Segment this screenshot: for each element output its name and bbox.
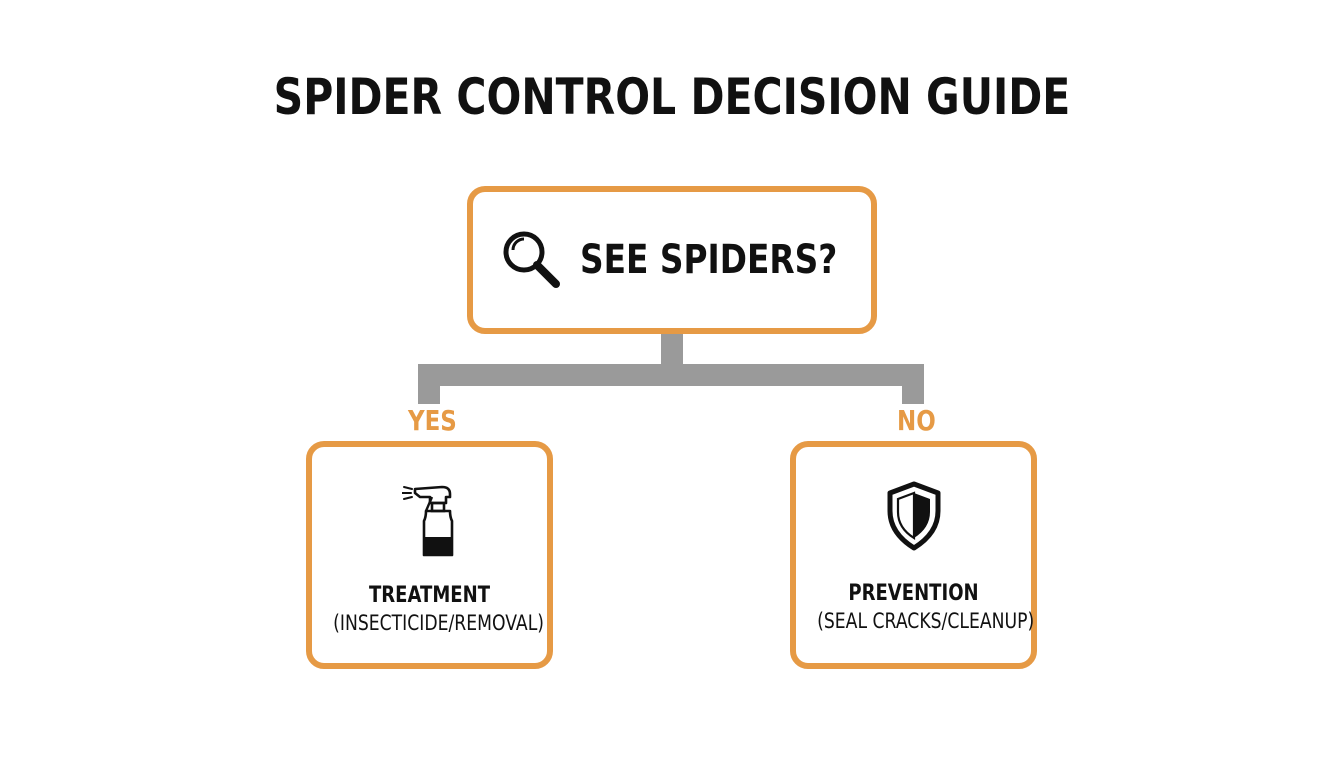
connector-left-drop (418, 364, 440, 404)
question-node: SEE SPIDERS? (467, 186, 877, 334)
question-text: SEE SPIDERS? (580, 237, 838, 283)
connector-crossbar (418, 364, 924, 386)
page-title: SPIDER CONTROL DECISION GUIDE (273, 68, 1071, 126)
yes-outcome-node: TREATMENT (INSECTICIDE/REMOVAL) (306, 441, 553, 669)
question-content: SEE SPIDERS? (473, 192, 871, 328)
connector-right-drop (902, 364, 924, 404)
yes-label: YES (408, 404, 457, 437)
spray-bottle-icon (312, 477, 547, 559)
shield-icon (796, 481, 1031, 551)
magnifier-icon (498, 226, 566, 294)
no-label: NO (897, 404, 936, 437)
no-outcome-title: PREVENTION (848, 581, 979, 606)
connector-stem (661, 334, 683, 368)
yes-outcome-detail: (INSECTICIDE/REMOVAL) (333, 611, 545, 635)
no-outcome-detail: (SEAL CRACKS/CLEANUP) (817, 609, 1035, 633)
yes-outcome-title: TREATMENT (368, 583, 491, 608)
no-outcome-node: PREVENTION (SEAL CRACKS/CLEANUP) (790, 441, 1037, 669)
